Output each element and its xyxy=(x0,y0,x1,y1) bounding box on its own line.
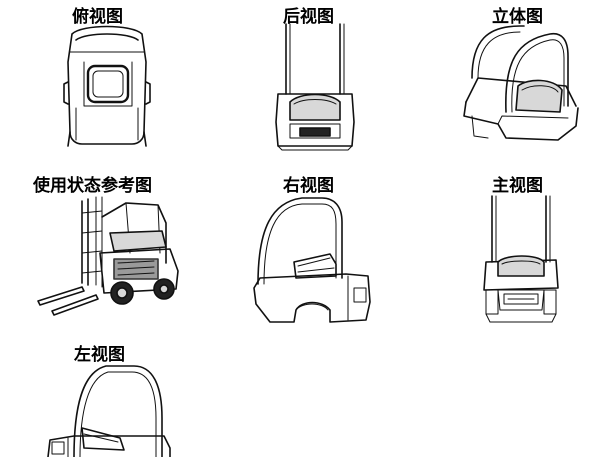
right-view-title: 右视图 xyxy=(283,176,334,196)
top-view-drawing xyxy=(63,25,151,147)
top-view-title: 俯视图 xyxy=(72,7,123,27)
right-view-drawing xyxy=(253,197,371,323)
rear-view-title: 后视图 xyxy=(283,7,334,27)
iso-view-drawing xyxy=(463,25,579,141)
front-view-drawing xyxy=(483,195,559,323)
iso-view-title: 立体图 xyxy=(492,7,543,27)
reference-view-drawing xyxy=(37,196,179,316)
front-view-title: 主视图 xyxy=(492,176,543,196)
rear-view-drawing xyxy=(275,23,355,151)
left-view-drawing xyxy=(47,365,171,457)
left-view-title: 左视图 xyxy=(74,345,125,365)
reference-view-title: 使用状态参考图 xyxy=(33,176,152,196)
